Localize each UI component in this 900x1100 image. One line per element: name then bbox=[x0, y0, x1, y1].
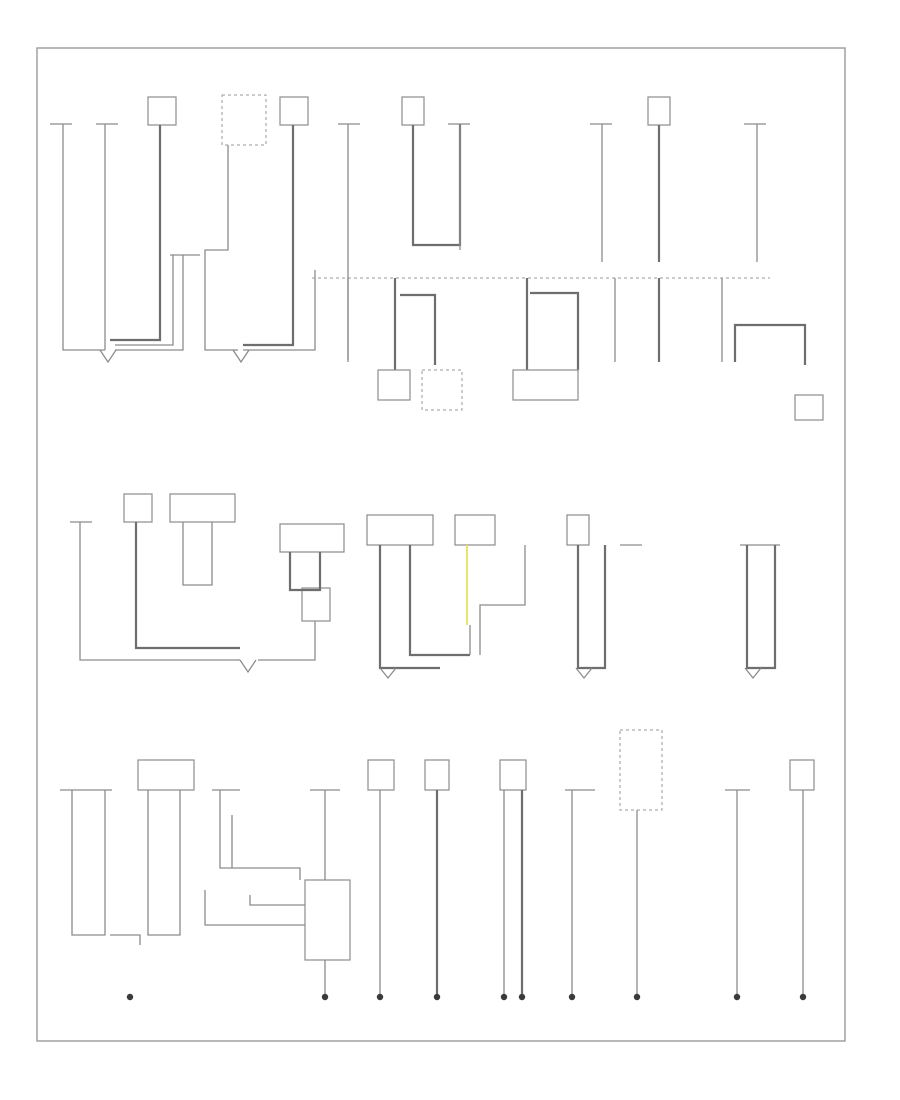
component-box bbox=[221, 94, 267, 146]
splice-arrow bbox=[575, 667, 593, 680]
wire bbox=[204, 145, 238, 351]
wire bbox=[733, 323, 807, 365]
component-box bbox=[566, 514, 590, 546]
wire bbox=[745, 545, 777, 670]
middle-section bbox=[70, 493, 780, 680]
wire bbox=[408, 545, 470, 657]
wire bbox=[182, 522, 213, 586]
component-box bbox=[499, 759, 527, 791]
diagram-frame bbox=[36, 47, 846, 1042]
splice-arrow bbox=[232, 349, 250, 364]
splice-arrow bbox=[239, 659, 257, 674]
component-box bbox=[789, 759, 815, 791]
ground-point bbox=[376, 993, 384, 1001]
component-box bbox=[304, 879, 351, 961]
component-box bbox=[512, 369, 579, 401]
ground-point bbox=[321, 993, 329, 1001]
component-box bbox=[366, 514, 434, 546]
component-box bbox=[647, 96, 671, 126]
component-box bbox=[619, 729, 663, 811]
ground-point bbox=[433, 993, 441, 1001]
component-box bbox=[123, 493, 153, 523]
ground-point bbox=[799, 993, 807, 1001]
component-box bbox=[377, 369, 411, 401]
component-box bbox=[279, 96, 309, 126]
wire bbox=[258, 621, 316, 661]
wire bbox=[288, 552, 322, 592]
wire bbox=[110, 125, 162, 342]
ground-point bbox=[500, 993, 508, 1001]
component-box bbox=[137, 759, 195, 791]
wire bbox=[219, 790, 301, 880]
wire bbox=[249, 895, 305, 906]
wire bbox=[62, 124, 105, 351]
ground-point bbox=[518, 993, 526, 1001]
wire bbox=[147, 790, 181, 936]
component-box bbox=[367, 759, 395, 791]
component-box bbox=[424, 759, 450, 791]
ground-point bbox=[733, 993, 741, 1001]
component-box bbox=[794, 394, 824, 421]
wire bbox=[243, 270, 316, 351]
wire bbox=[576, 545, 607, 670]
bottom-section bbox=[60, 729, 815, 1001]
wire bbox=[115, 255, 184, 351]
ground-point bbox=[568, 993, 576, 1001]
wire bbox=[110, 934, 141, 945]
component-box bbox=[169, 493, 236, 523]
wire bbox=[71, 790, 106, 936]
ground-point bbox=[126, 993, 134, 1001]
component-box bbox=[401, 96, 425, 126]
component-box bbox=[147, 96, 177, 126]
wire bbox=[400, 293, 437, 365]
component-box bbox=[301, 587, 331, 622]
wire bbox=[134, 522, 240, 650]
wire bbox=[479, 545, 526, 655]
component-box bbox=[421, 369, 463, 411]
wire bbox=[204, 890, 305, 926]
splice-arrow bbox=[744, 667, 762, 680]
wire bbox=[411, 124, 462, 247]
wire bbox=[79, 522, 240, 661]
component-box bbox=[454, 514, 496, 546]
component-box bbox=[279, 523, 345, 553]
top-section bbox=[50, 94, 824, 421]
splice-arrow bbox=[99, 349, 117, 364]
splice-arrow bbox=[379, 667, 397, 680]
wire bbox=[115, 255, 174, 346]
ground-point bbox=[633, 993, 641, 1001]
wire bbox=[243, 125, 295, 347]
wire bbox=[530, 291, 580, 370]
